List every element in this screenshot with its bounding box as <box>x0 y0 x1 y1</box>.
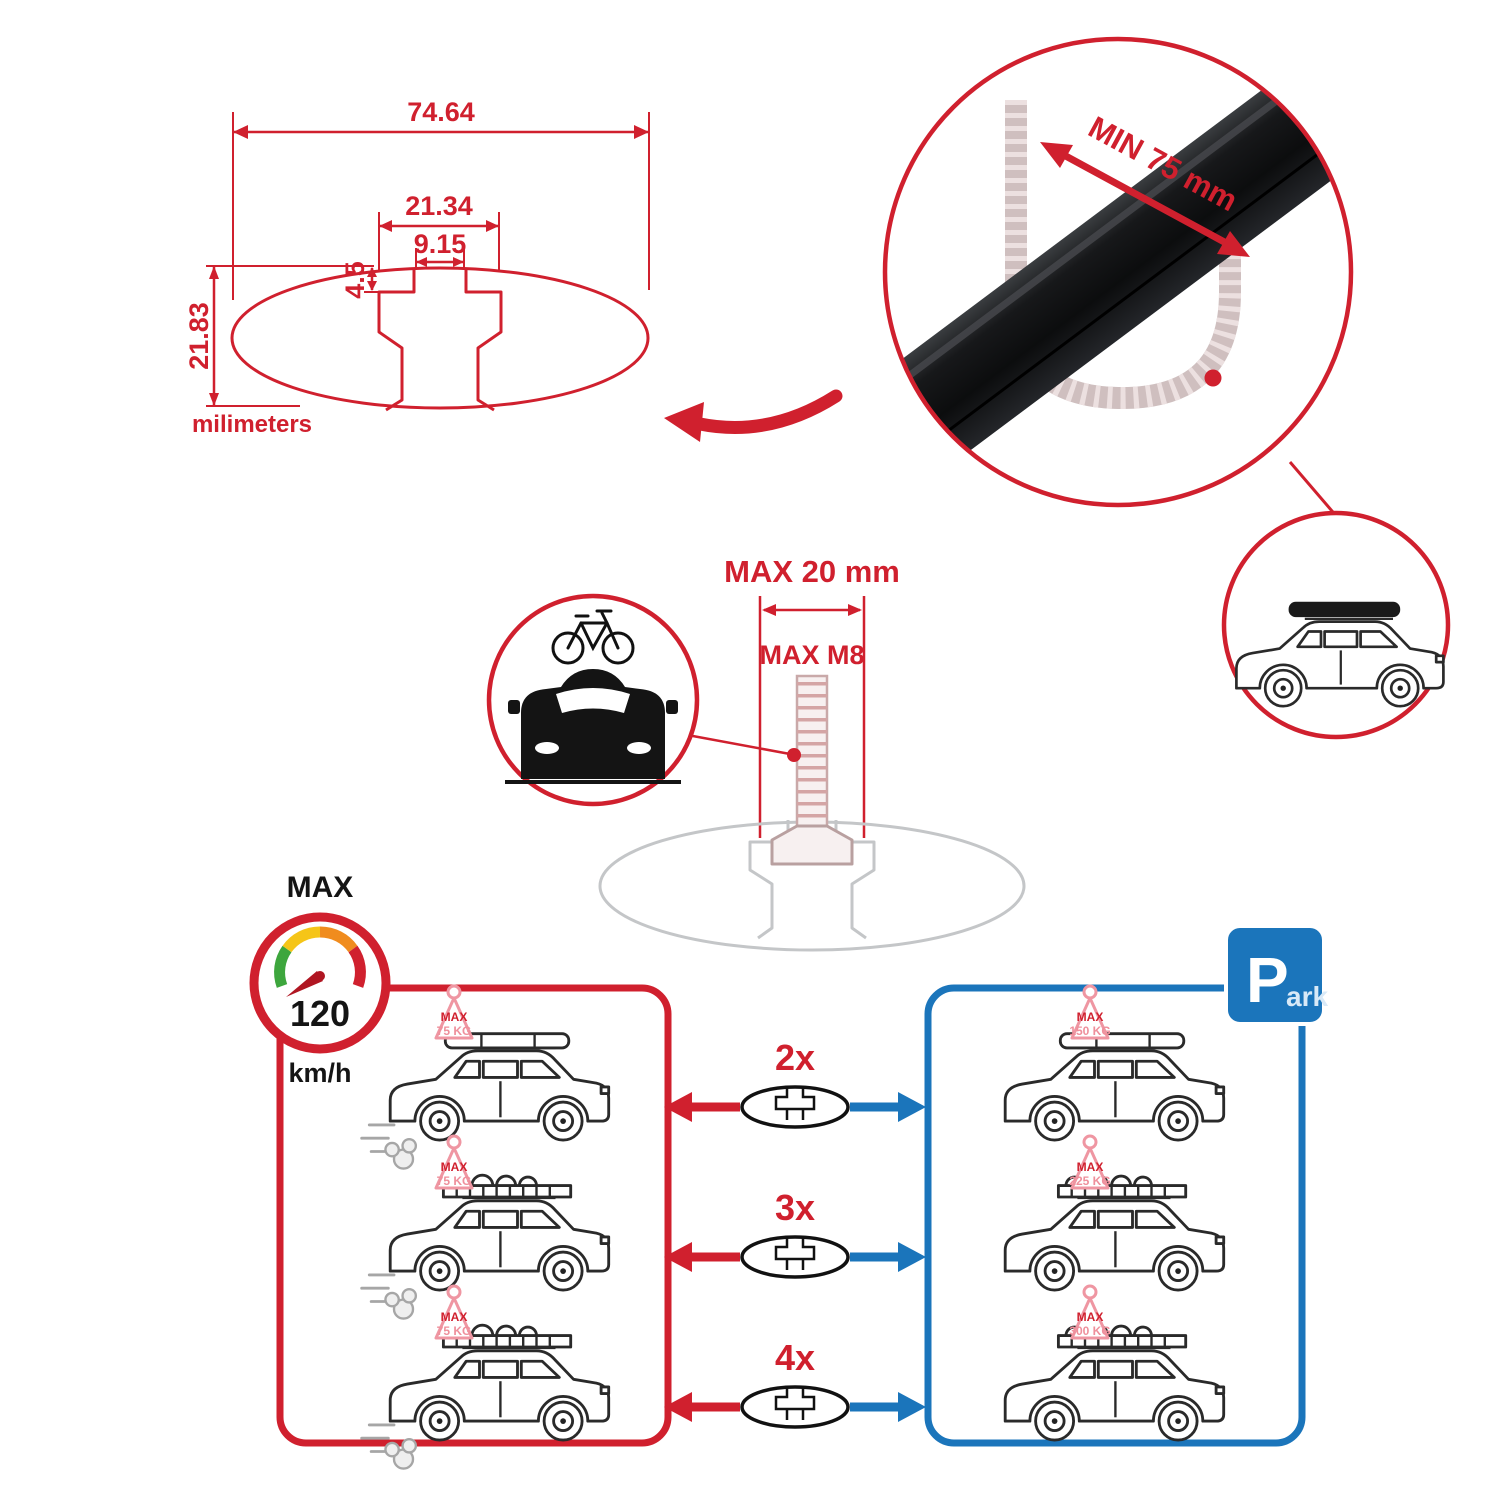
max-width-label: MAX 20 mm <box>724 554 900 589</box>
bar-count-row-2: 3x <box>664 1187 926 1279</box>
tag-max-label: MAX <box>441 1160 468 1174</box>
speed-gauge: 120 km/h <box>249 912 391 1088</box>
right-arrow <box>898 1092 926 1122</box>
lip-depth-label: 4.5 <box>340 261 370 299</box>
right-arrow <box>898 1242 926 1272</box>
tag-max-label: MAX <box>441 1010 468 1024</box>
park-sign: P ark <box>1224 924 1328 1026</box>
left-arrow <box>664 1392 692 1422</box>
crossbar-section-icon <box>740 1235 850 1279</box>
callout-dot <box>1204 369 1222 387</box>
crossbar-section-icon <box>740 1085 850 1129</box>
tag-max-label: MAX <box>441 1310 468 1324</box>
tag-kg-label: 300 KG <box>1069 1324 1110 1338</box>
bike-icon <box>551 609 635 665</box>
bar-profile-ellipse <box>230 266 650 410</box>
suv-with-roofbox <box>1235 601 1445 708</box>
tag-max-label: MAX <box>1077 1160 1104 1174</box>
park-sign-p: P <box>1246 944 1289 1016</box>
tag-max-label: MAX <box>1077 1010 1104 1024</box>
tag-kg-label: 75 KG <box>437 1174 472 1188</box>
bar-count-label: 4x <box>775 1337 815 1378</box>
left-arrow <box>664 1092 692 1122</box>
bar-profile-slot-right <box>464 268 503 412</box>
bar-profile-slot-left <box>377 268 416 412</box>
tag-kg-label: 150 KG <box>1069 1024 1110 1038</box>
max-thread-label: MAX M8 <box>759 640 864 670</box>
driving-zone-panel: MAX 75 KG MAX 75 KG MAX 75 KG <box>276 984 672 1471</box>
bar-count-row-3: 4x <box>664 1337 926 1429</box>
crossbar-section-icon <box>740 1385 850 1429</box>
unit-label: milimeters <box>192 411 312 438</box>
parking-zone-panel: MAX 150 KG MAX 225 KG MAX 300 KG P ark <box>924 924 1328 1447</box>
gauge-needle <box>286 971 323 997</box>
left-arrow <box>664 1242 692 1272</box>
dimension-drawing: 74.64 21.34 9.15 4.5 21.83 milimeters <box>184 97 650 438</box>
speed-limit-badge: MAX <box>287 871 354 904</box>
bolt-leader-dot <box>787 748 801 762</box>
tag-kg-label: 225 KG <box>1069 1174 1110 1188</box>
right-arrow <box>898 1392 926 1422</box>
tag-max-label: MAX <box>1077 1310 1104 1324</box>
slot-opening-width-label: 9.15 <box>414 229 467 259</box>
bar-height-label: 21.83 <box>184 302 214 370</box>
speed-unit: km/h <box>288 1058 351 1088</box>
roofbox-vehicle-badge <box>1221 510 1451 740</box>
park-sign-ark: ark <box>1286 981 1328 1012</box>
bolt-spec: MAX 20 mm MAX M8 <box>598 554 1026 952</box>
bike-car-badge <box>486 593 700 807</box>
bolt-leader-line <box>681 732 791 756</box>
bar-count-label: 2x <box>775 1037 815 1078</box>
total-width-label: 74.64 <box>407 97 475 127</box>
crossbar-zoom: MIN 75 mm <box>882 36 1354 519</box>
tag-kg-label: 75 KG <box>437 1024 472 1038</box>
bar-count-label: 3x <box>775 1187 815 1228</box>
speed-title: MAX <box>287 871 354 904</box>
slot-outer-width-label: 21.34 <box>405 191 473 221</box>
connector-line <box>1288 461 1340 519</box>
bar-count-row-1: 2x <box>664 1037 926 1129</box>
zoom-pointer-arrow <box>664 389 843 442</box>
zoom-circle <box>882 36 1354 508</box>
car-front-icon <box>505 669 681 784</box>
speed-value: 120 <box>290 993 350 1034</box>
tag-kg-label: 75 KG <box>437 1324 472 1338</box>
